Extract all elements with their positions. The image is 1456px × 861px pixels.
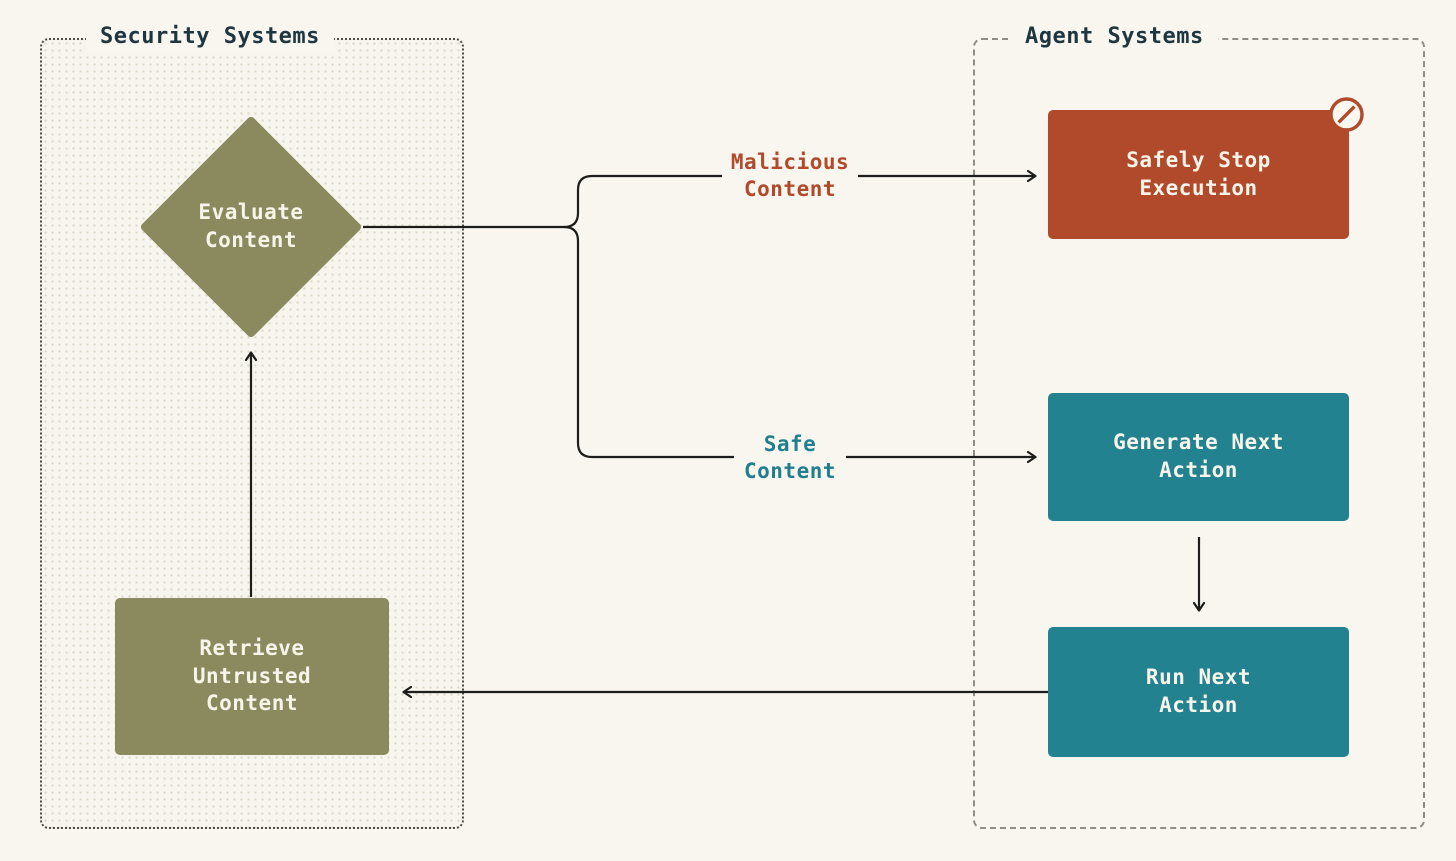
malicious-content-label: Malicious Content (730, 150, 850, 201)
run-next-action-node: Run Next Action (1048, 627, 1349, 757)
safely-stop-execution-node: Safely Stop Execution (1048, 110, 1349, 239)
security-systems-title: Security Systems (86, 22, 334, 52)
evaluate-content-node: Evaluate Content (139, 115, 363, 339)
ban-icon (1329, 97, 1364, 132)
agent-systems-title: Agent Systems (1011, 22, 1218, 52)
edge-split-malicious (563, 174, 722, 229)
evaluate-content-label: Evaluate Content (198, 200, 304, 252)
edge-split-safe (563, 225, 734, 459)
generate-next-action-node: Generate Next Action (1048, 393, 1349, 521)
safe-content-label: Safe Content (743, 432, 837, 483)
retrieve-untrusted-content-node: Retrieve Untrusted Content (115, 598, 389, 755)
